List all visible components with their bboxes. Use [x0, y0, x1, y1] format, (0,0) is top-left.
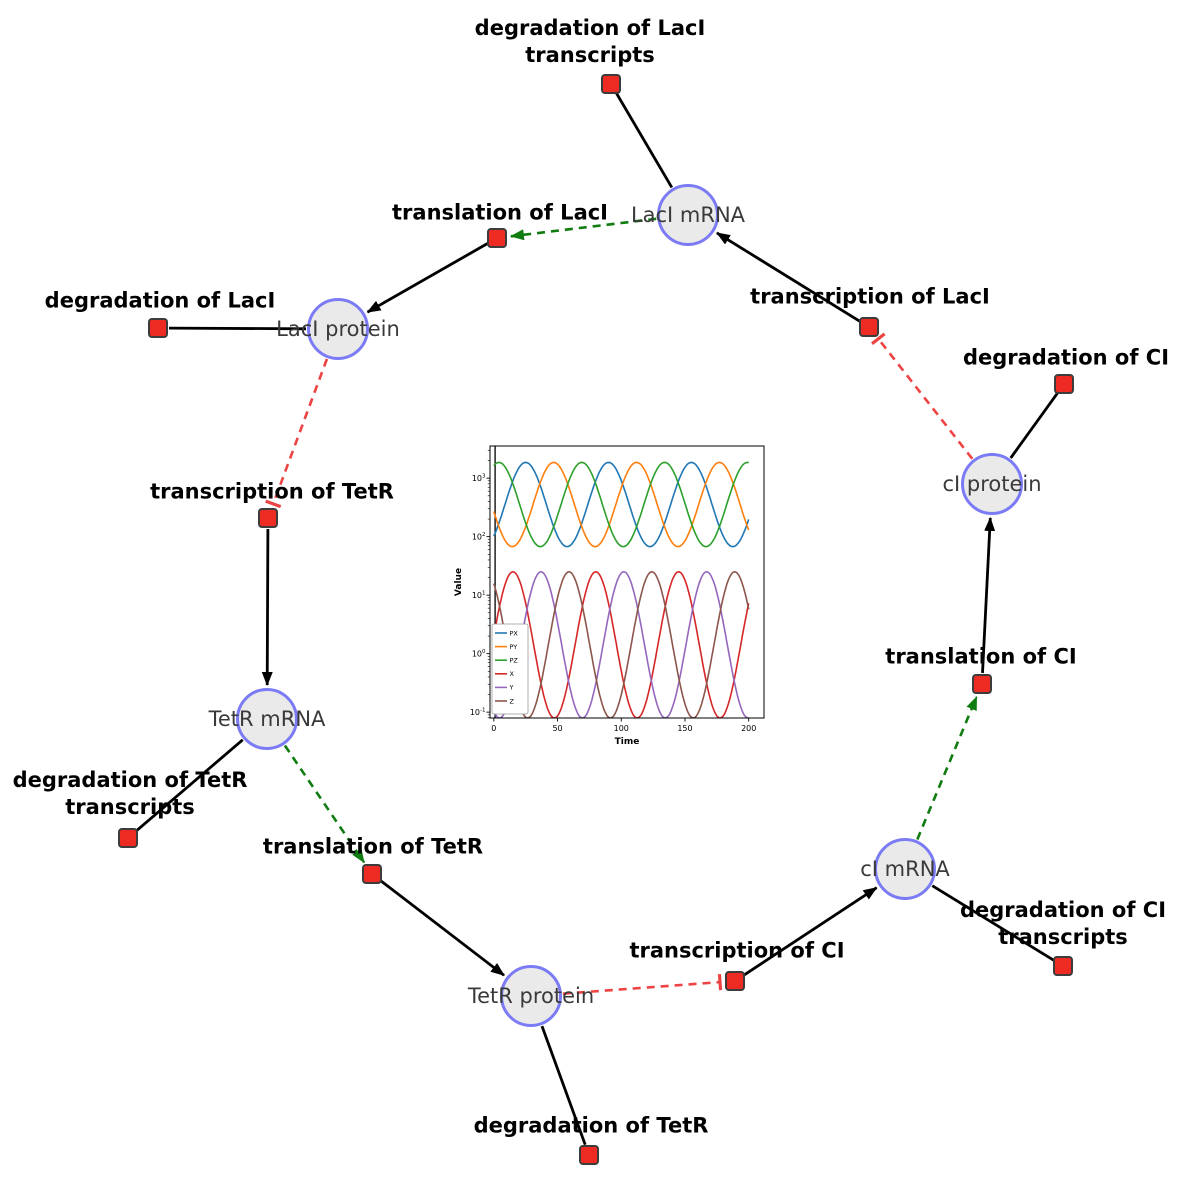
species-label-tetr_protein: TetR protein — [467, 984, 595, 1008]
reaction-node-deg_ci[interactable] — [1054, 374, 1074, 394]
legend-label-PY: PY — [510, 643, 518, 651]
x-tick-label: 0 — [491, 724, 496, 733]
y-tick-label: 100 — [472, 649, 486, 659]
reaction-node-deg_ci_tx[interactable] — [1053, 956, 1073, 976]
plot-series-group — [493, 446, 750, 718]
edge-production-transcription_laci-laci_mrna — [716, 231, 861, 323]
series-line-PY — [493, 461, 750, 548]
legend-label-Y: Y — [509, 684, 514, 692]
reaction-node-transcription_tetr[interactable] — [258, 508, 278, 528]
reaction-label-transcription_laci: transcription of LacI — [750, 284, 990, 309]
series-line-X — [493, 571, 750, 718]
reaction-label-transcription_ci: transcription of CI — [629, 938, 845, 963]
y-tick-label: 10-1 — [470, 707, 486, 717]
edge-consumption-laci_protein-deg_laci — [168, 326, 307, 331]
reaction-label-translation_ci: translation of CI — [885, 644, 1077, 669]
reaction-node-translation_ci[interactable] — [972, 674, 992, 694]
reaction-label-translation_tetr: translation of TetR — [262, 834, 484, 859]
reaction-node-translation_laci[interactable] — [487, 228, 507, 248]
plot-background — [490, 446, 764, 718]
edge-modifier-tetr_mrna-translation_tetr — [283, 744, 366, 864]
edge-production-transcription_ci-ci_mrna — [743, 886, 878, 977]
series-line-PX — [493, 461, 750, 548]
reaction-label-translation_laci: translation of LacI — [392, 200, 608, 225]
legend-label-PX: PX — [510, 629, 519, 637]
edge-inhibition-ci_protein-transcription_laci — [871, 332, 974, 460]
reaction-node-transcription_ci[interactable] — [725, 971, 745, 991]
edge-production-transcription_tetr-tetr_mrna — [261, 528, 273, 686]
edge-production-translation_tetr-tetr_protein — [379, 879, 505, 977]
y-tick-label: 103 — [472, 473, 486, 483]
y-tick-label: 102 — [472, 532, 486, 542]
legend-label-Z: Z — [510, 697, 515, 705]
x-tick-label: 50 — [552, 724, 562, 733]
edge-production-translation_laci-laci_protein — [366, 242, 489, 314]
reaction-label-deg_ci_tx: degradation of CI transcripts — [959, 898, 1167, 949]
x-tick-label: 150 — [677, 724, 692, 733]
species-label-ci_mrna: cI mRNA — [860, 857, 950, 881]
species-node-ci_protein[interactable] — [961, 453, 1023, 515]
species-label-ci_protein: cI protein — [942, 472, 1042, 496]
edge-consumption-laci_mrna-deg_laci_tx — [615, 92, 674, 189]
edge-modifier-ci_mrna-translation_ci — [916, 695, 978, 840]
reaction-node-translation_tetr[interactable] — [362, 864, 382, 884]
series-line-Y — [493, 571, 749, 718]
reaction-node-deg_laci[interactable] — [148, 318, 168, 338]
species-node-ci_mrna[interactable] — [874, 838, 936, 900]
species-label-laci_protein: LacI protein — [276, 317, 400, 341]
edge-consumption-tetr_protein-deg_tetr — [540, 1025, 587, 1146]
edge-production-translation_ci-ci_protein — [981, 517, 996, 674]
legend-label-X: X — [510, 670, 515, 678]
reaction-label-transcription_tetr: transcription of TetR — [150, 479, 394, 504]
edge-consumption-tetr_mrna-deg_tetr_tx — [135, 738, 244, 832]
reaction-label-deg_laci: degradation of LacI — [44, 288, 276, 313]
species-label-tetr_mrna: TetR mRNA — [208, 707, 326, 731]
edge-inhibition-tetr_protein-transcription_ci — [562, 974, 723, 995]
species-node-laci_mrna[interactable] — [657, 184, 719, 246]
species-node-laci_protein[interactable] — [307, 298, 369, 360]
x-axis-label: Time — [615, 737, 640, 747]
series-line-Z — [493, 571, 750, 718]
plot-frame — [489, 445, 765, 719]
y-axis-label: Value — [454, 568, 464, 596]
edge-consumption-ci_mrna-deg_ci_tx — [931, 884, 1055, 962]
reaction-node-deg_tetr[interactable] — [579, 1145, 599, 1165]
species-node-tetr_protein[interactable] — [500, 965, 562, 1027]
reaction-node-deg_laci_tx[interactable] — [601, 74, 621, 94]
reaction-label-deg_laci_tx: degradation of LacI transcripts — [474, 16, 706, 67]
edge-inhibition-laci_protein-transcription_tetr — [265, 358, 329, 509]
edge-modifier-laci_mrna-translation_laci — [509, 217, 657, 241]
reaction-label-deg_tetr_tx: degradation of TetR transcripts — [12, 768, 248, 819]
x-tick-label: 100 — [614, 724, 629, 733]
legend-label-PZ: PZ — [510, 657, 519, 665]
series-line-PZ — [493, 461, 749, 548]
y-tick-label: 101 — [472, 590, 486, 600]
x-tick-label: 200 — [741, 724, 756, 733]
species-node-tetr_mrna[interactable] — [236, 688, 298, 750]
reaction-node-deg_tetr_tx[interactable] — [118, 828, 138, 848]
reaction-node-transcription_laci[interactable] — [859, 317, 879, 337]
reaction-label-deg_tetr: degradation of TetR — [473, 1113, 709, 1138]
edge-consumption-ci_protein-deg_ci — [1009, 392, 1059, 459]
species-label-laci_mrna: LacI mRNA — [630, 203, 746, 227]
reaction-label-deg_ci: degradation of CI — [962, 345, 1170, 370]
